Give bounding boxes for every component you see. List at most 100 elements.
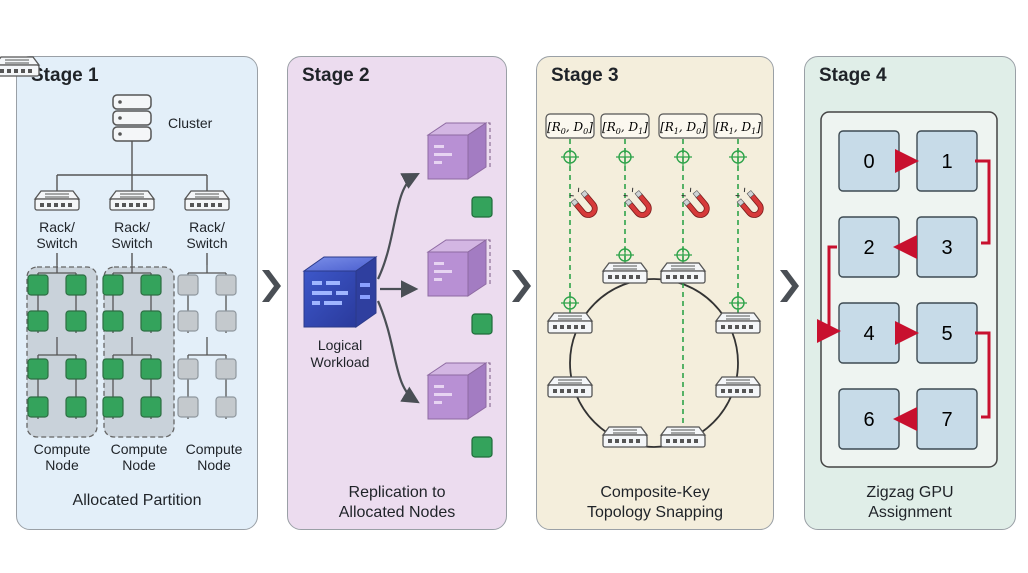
gpu-box: 3: [916, 216, 978, 278]
crosshair-icon: [729, 294, 747, 312]
compute-node: [102, 274, 124, 296]
gpu-label: 5: [941, 323, 952, 345]
gpu-node-frame: [820, 111, 998, 468]
magnet-icon: [623, 187, 652, 218]
ring-switch-icon: [546, 312, 594, 334]
compute-node: [65, 274, 87, 296]
compute-node-grid: [27, 265, 237, 419]
compute-node: [65, 310, 87, 332]
compute-node: [27, 396, 49, 418]
compute-node: [102, 310, 124, 332]
stage-3-diagram: [R0, D0] [R0, D1] [R1, D0] [R1, D1]: [545, 113, 764, 448]
crosshair-icon: [561, 294, 579, 312]
compute-node: [140, 274, 162, 296]
ring-switch-icon: [601, 426, 649, 448]
compute-node: [140, 396, 162, 418]
gpu-box: 5: [916, 302, 978, 364]
gpu-label: 6: [863, 409, 874, 431]
compute-node: [102, 396, 124, 418]
rack-switch-icon: [184, 190, 230, 211]
compute-node: [215, 358, 237, 380]
stage-1-diagram: [0, 56, 237, 438]
composite-key-label: [R0, D0]: [547, 120, 593, 136]
gpu-box: 6: [838, 388, 900, 450]
composite-key-label: [R0, D1]: [602, 120, 648, 136]
crosshair-icon: [616, 246, 634, 264]
stage-3-panel: Stage 3 [R0, D0] [R0, D1] [R1, D0] [R1, D1]…: [536, 56, 774, 530]
ring-switch-icon: [714, 312, 762, 334]
allocated-node: [471, 313, 493, 335]
switch-label-2: Rack/Switch: [111, 219, 153, 251]
compute-node: [177, 274, 199, 296]
composite-key-label: [R1, D1]: [715, 120, 761, 136]
chevron-right-icon: [778, 268, 800, 304]
crosshair-icon: [616, 148, 634, 166]
stage-1-title: Stage 1: [31, 65, 99, 86]
switch-label-1: Rack/Switch: [36, 219, 78, 251]
compute-node: [140, 358, 162, 380]
stage-4-title: Stage 4: [819, 65, 887, 86]
crosshair-icon: [729, 148, 747, 166]
logical-workload-cube-icon: [302, 256, 378, 328]
crosshair-icon: [674, 148, 692, 166]
gpu-label: 0: [863, 151, 874, 173]
gpu-box: 2: [838, 216, 900, 278]
cluster-label: Cluster: [168, 115, 213, 131]
allocated-node: [471, 436, 493, 458]
crosshair-icon: [674, 246, 692, 264]
gpu-label: 7: [941, 409, 952, 431]
compute-node: [215, 274, 237, 296]
compute-node: [140, 310, 162, 332]
ring-switch-icon: [659, 426, 707, 448]
stage-3-title: Stage 3: [551, 65, 619, 86]
composite-key-box: [600, 113, 650, 139]
gpu-box: 4: [838, 302, 900, 364]
compute-node: [27, 310, 49, 332]
replica-cube-icon: [426, 239, 493, 335]
chevron-right-icon: [510, 268, 532, 304]
zigzag-path: [817, 149, 991, 431]
switch-label-3: Rack/Switch: [186, 219, 228, 251]
compute-node: [215, 310, 237, 332]
gpu-box: 7: [916, 388, 978, 450]
rack-switch-icon-1: [0, 56, 40, 77]
replica-cube-icon: [426, 122, 493, 218]
compute-node: [27, 274, 49, 296]
compute-node: [65, 396, 87, 418]
rack-switch-icon: [109, 190, 155, 211]
compute-node: [102, 358, 124, 380]
gpu-label: 1: [941, 151, 952, 173]
composite-key-box: [713, 113, 763, 139]
stage-1-panel: Stage 1: [0, 56, 258, 530]
gpu-box: 0: [838, 130, 900, 192]
compute-node: [215, 396, 237, 418]
chevron-right-icon: [260, 268, 282, 304]
compute-node: [177, 310, 199, 332]
stage-2-title: Stage 2: [302, 65, 370, 86]
cluster-server-icon: [112, 94, 152, 142]
replica-cube-icon: [426, 362, 493, 458]
ring-switch-icon: [714, 376, 762, 398]
rack-switch-icon: [34, 190, 80, 211]
magnet-icon: [569, 187, 598, 218]
partition-group-1: [26, 266, 98, 438]
gpu-label: 2: [863, 237, 874, 259]
crosshair-icon: [561, 148, 579, 166]
compute-node: [27, 358, 49, 380]
compute-node: [177, 358, 199, 380]
allocated-node: [471, 196, 493, 218]
composite-key-box: [658, 113, 708, 139]
compute-node: [65, 358, 87, 380]
gpu-label: 4: [863, 323, 874, 345]
magnet-icon: [735, 187, 764, 218]
composite-key-label: [R1, D0]: [660, 120, 706, 136]
ring-switch-icon: [659, 262, 707, 284]
ring-switch-icon: [546, 376, 594, 398]
